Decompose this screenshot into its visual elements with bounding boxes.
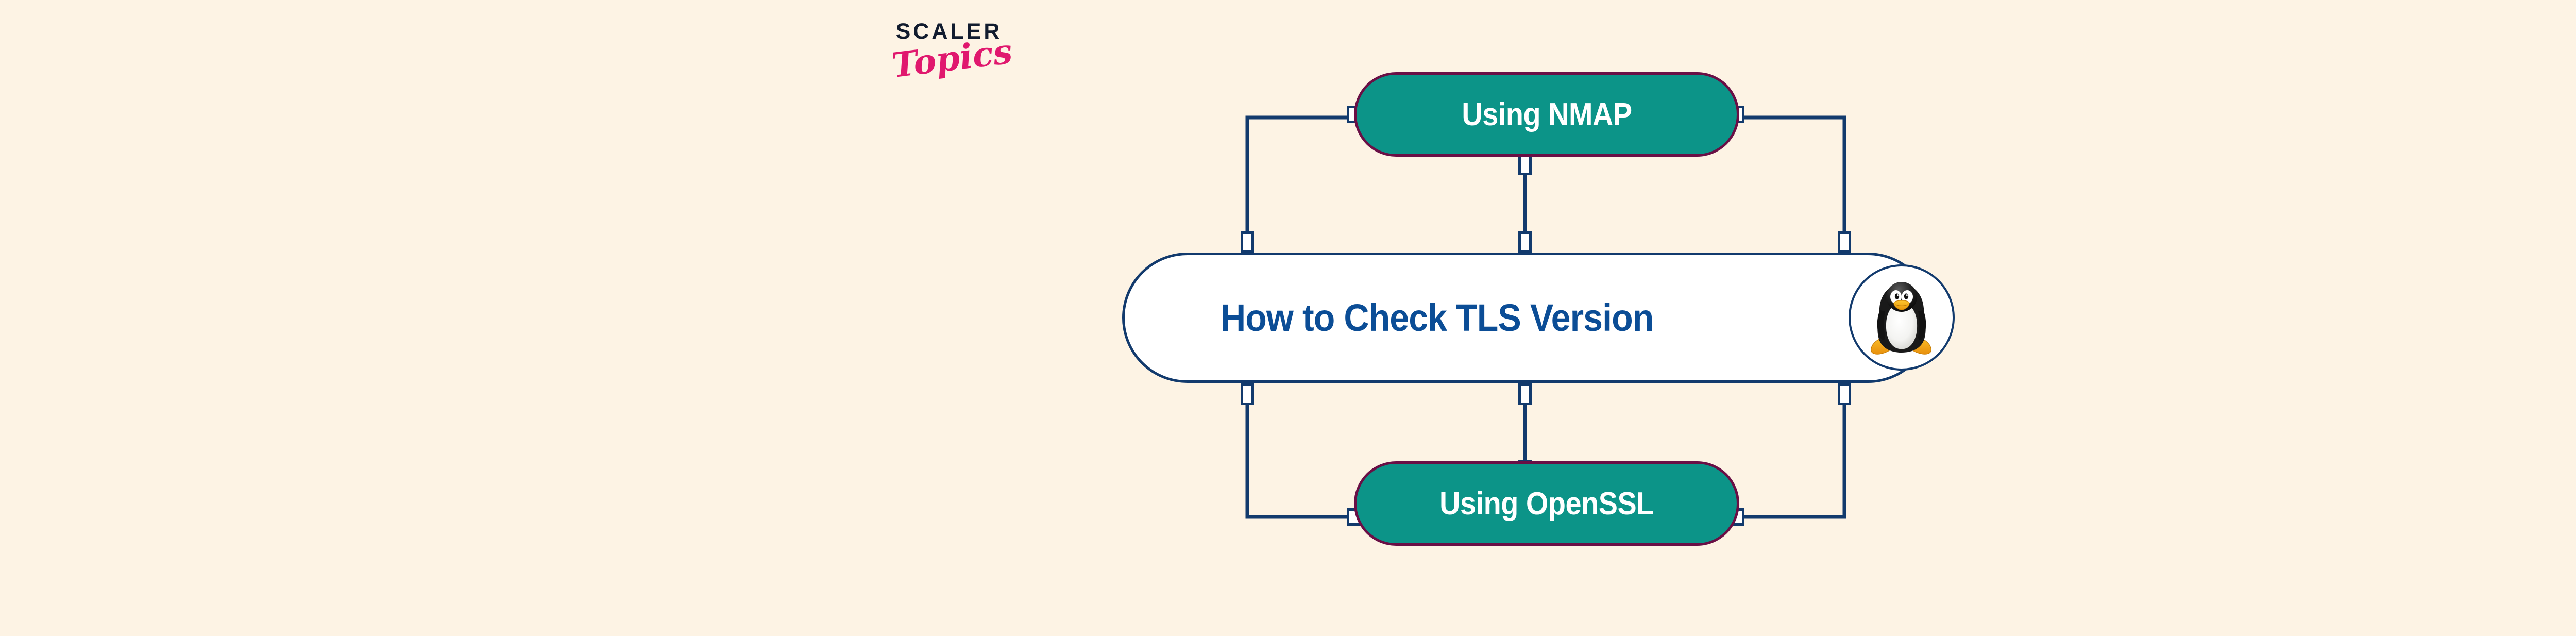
- port-center-top-middle: [1518, 231, 1532, 253]
- linux-tux-penguin-icon: [1849, 264, 1955, 371]
- tux-icon-art: [1871, 282, 1931, 355]
- logo-wordmark-scaler: SCALER: [895, 19, 1003, 44]
- port-center-bottom-middle: [1518, 383, 1532, 405]
- branch-node-label: Using OpenSSL: [1439, 486, 1654, 522]
- branch-node-label: Using NMAP: [1461, 96, 1632, 132]
- branch-node-using-openssl[interactable]: Using OpenSSL: [1354, 461, 1739, 546]
- scaler-topics-logo: SCALER Topics: [861, 21, 1057, 129]
- port-center-left-bottom: [1241, 383, 1254, 405]
- port-center-left-top: [1241, 231, 1254, 253]
- port-nmap-bottom: [1518, 154, 1532, 175]
- port-center-right-top: [1838, 231, 1851, 253]
- center-node-how-to-check-tls-version[interactable]: How to Check TLS Version: [1122, 253, 1933, 383]
- port-center-right-bottom: [1838, 383, 1851, 405]
- branch-node-using-nmap[interactable]: Using NMAP: [1354, 72, 1739, 157]
- center-node-label: How to Check TLS Version: [1221, 296, 1654, 339]
